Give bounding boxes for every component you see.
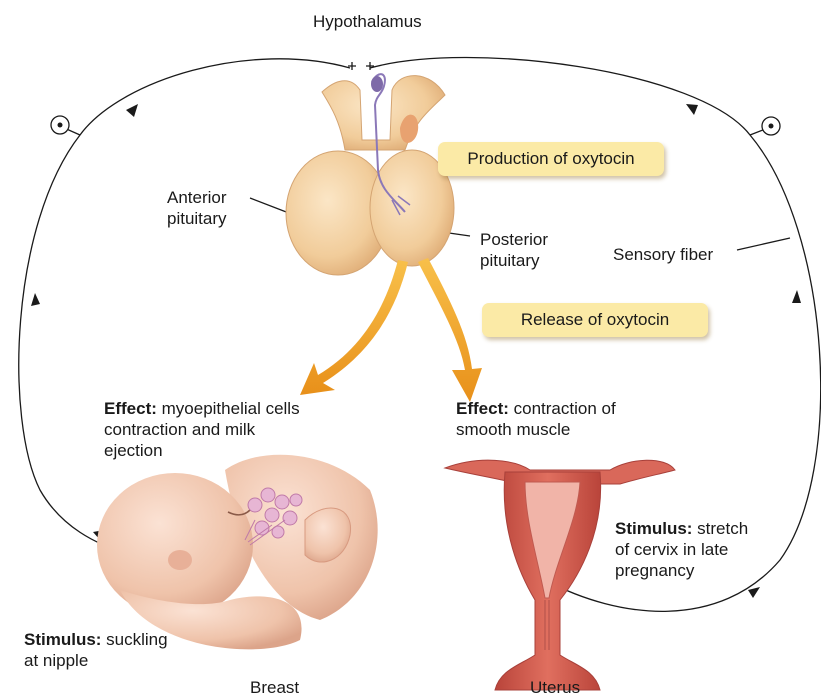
sensory-fiber-leader-line bbox=[737, 238, 790, 250]
anterior-label-line-1: Anterior bbox=[167, 187, 227, 208]
breast-stimulus-text-1: suckling bbox=[101, 630, 167, 649]
arrowhead-right-middle bbox=[792, 290, 801, 303]
uterus-stimulus-line-1: Stimulus: stretch bbox=[615, 518, 748, 539]
baby-head bbox=[97, 473, 253, 617]
arrowhead-left-middle bbox=[31, 293, 40, 306]
breast-caption: Breast bbox=[250, 677, 299, 698]
sensory-fiber-label: Sensory fiber bbox=[613, 244, 713, 265]
posterior-label-line-2: pituitary bbox=[480, 250, 548, 271]
breast-effect-line-2: contraction and milk bbox=[104, 419, 300, 440]
uterus-stimulus-label: Stimulus: stretch of cervix in late preg… bbox=[615, 518, 748, 581]
hypothalamus-label: Hypothalamus bbox=[313, 11, 422, 32]
breast-effect-heading: Effect: bbox=[104, 399, 157, 418]
uterus-caption: Uterus bbox=[530, 677, 580, 698]
breastfeeding-illustration bbox=[97, 455, 378, 650]
baby-ear bbox=[168, 550, 192, 570]
uterus-effect-label: Effect: contraction of smooth muscle bbox=[456, 398, 616, 440]
posterior-label-line-1: Posterior bbox=[480, 229, 548, 250]
arrowhead-right-lower bbox=[748, 587, 760, 598]
left-ganglion bbox=[51, 116, 69, 134]
arrowhead-left-upper bbox=[126, 104, 138, 117]
uterus-stimulus-heading: Stimulus: bbox=[615, 519, 692, 538]
arrow-to-breast bbox=[300, 260, 408, 395]
pituitary-gland-illustration bbox=[286, 74, 454, 275]
breast-stimulus-line-2: at nipple bbox=[24, 650, 168, 671]
uterus-effect-heading: Effect: bbox=[456, 399, 509, 418]
uterus-stimulus-text-1: stretch bbox=[692, 519, 748, 538]
anterior-label-line-2: pituitary bbox=[167, 208, 227, 229]
breast-stimulus-label: Stimulus: suckling at nipple bbox=[24, 629, 168, 671]
posterior-pituitary-label: Posterior pituitary bbox=[480, 229, 548, 271]
arrowhead-right-upper bbox=[686, 104, 698, 115]
breast-effect-label: Effect: myoepithelial cells contraction … bbox=[104, 398, 300, 461]
synapse-right bbox=[366, 62, 374, 70]
breast-stimulus-line-1: Stimulus: suckling bbox=[24, 629, 168, 650]
anterior-pituitary-label: Anterior pituitary bbox=[167, 187, 227, 229]
synapse-left bbox=[348, 62, 356, 70]
breast-effect-line-1: Effect: myoepithelial cells bbox=[104, 398, 300, 419]
release-of-oxytocin-box: Release of oxytocin bbox=[482, 303, 708, 337]
breast-stimulus-heading: Stimulus: bbox=[24, 630, 101, 649]
production-of-oxytocin-box: Production of oxytocin bbox=[438, 142, 664, 176]
arrow-to-uterus bbox=[418, 258, 482, 402]
release-arrows bbox=[300, 258, 482, 402]
uterus-stimulus-line-2: of cervix in late bbox=[615, 539, 748, 560]
uterus-effect-line-1: Effect: contraction of bbox=[456, 398, 616, 419]
right-ganglion bbox=[762, 117, 780, 135]
breast-effect-text-1: myoepithelial cells bbox=[157, 399, 300, 418]
uterus-stimulus-line-3: pregnancy bbox=[615, 560, 748, 581]
uterus-effect-line-2: smooth muscle bbox=[456, 419, 616, 440]
uterus-effect-text-1: contraction of bbox=[509, 399, 616, 418]
breast-effect-line-3: ejection bbox=[104, 440, 300, 461]
